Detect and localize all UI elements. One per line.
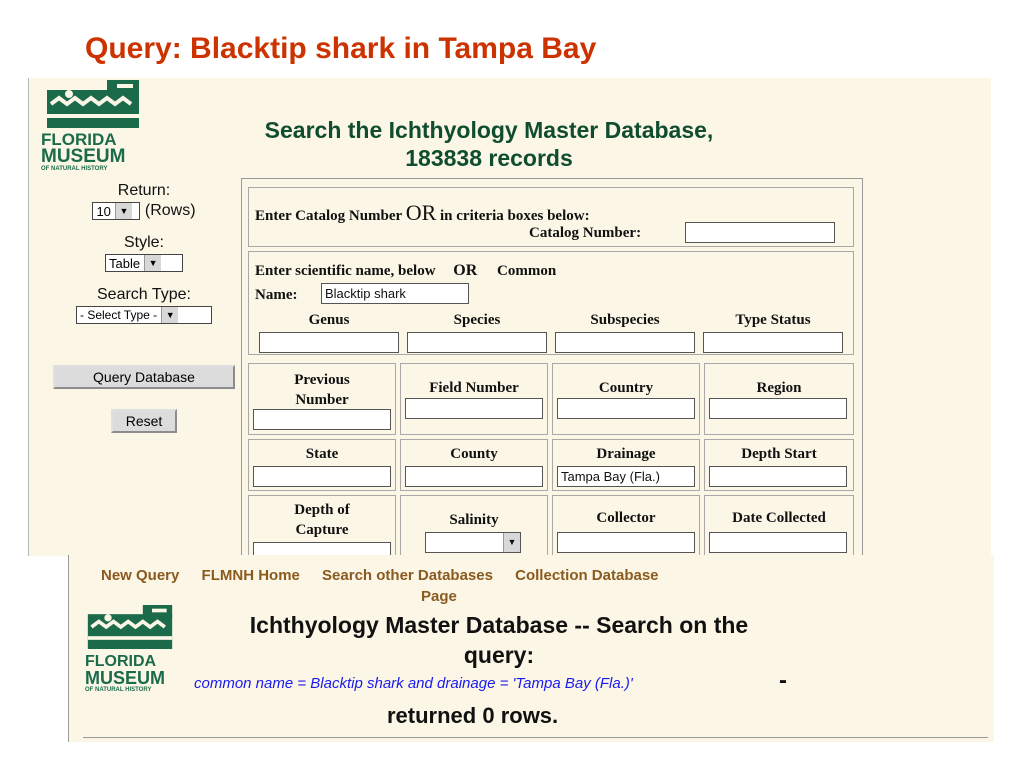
country-input[interactable]: [557, 398, 695, 419]
page-heading: Search the Ichthyology Master Database, …: [264, 117, 714, 171]
date-collected-input[interactable]: [709, 532, 847, 553]
chevron-down-icon: ▼: [144, 255, 162, 272]
collector-cell: Collector: [552, 495, 700, 556]
query-description: common name = Blacktip shark and drainag…: [194, 675, 633, 692]
rows-label: (Rows): [144, 202, 196, 220]
nav-collection-database[interactable]: Collection Database: [515, 567, 659, 584]
divider: [83, 737, 988, 738]
results-page-panel: New Query FLMNH Home Search other Databa…: [68, 555, 994, 742]
genus-input[interactable]: [259, 332, 399, 353]
country-cell: Country: [552, 363, 700, 435]
chevron-down-icon: ▼: [114, 203, 132, 219]
field-number-input[interactable]: [405, 398, 543, 419]
style-label: Style:: [123, 234, 164, 252]
subspecies-input[interactable]: [555, 332, 695, 353]
salinity-select[interactable]: ▼: [425, 532, 521, 553]
results-nav: New Query FLMNH Home Search other Databa…: [101, 567, 677, 584]
slide-title: Query: Blacktip shark in Tampa Bay: [85, 32, 597, 65]
state-cell: State: [248, 439, 396, 491]
museum-logo-small: FLORIDA MUSEUM OF NATURAL HISTORY: [83, 605, 183, 695]
alligator-logo-icon: [87, 605, 173, 649]
scientific-name-section: Enter scientific name, below OR Common N…: [248, 251, 854, 355]
search-type-label: Search Type:: [97, 286, 191, 304]
type-status-input[interactable]: [703, 332, 843, 353]
rows-returned: returned 0 rows.: [387, 703, 559, 728]
nav-flmnh-home[interactable]: FLMNH Home: [201, 567, 300, 584]
chevron-down-icon: ▼: [161, 307, 179, 324]
catalog-section: Enter Catalog Number OR in criteria boxe…: [248, 187, 854, 247]
museum-logo: FLORIDA MUSEUM OF NATURAL HISTORY: [39, 80, 149, 172]
previous-number-input[interactable]: [253, 409, 391, 430]
field-number-cell: Field Number: [400, 363, 548, 435]
nav-collection-database-cont[interactable]: Page: [421, 588, 457, 605]
subspecies-label: Subspecies: [590, 312, 660, 328]
state-input[interactable]: [253, 466, 391, 487]
genus-label: Genus: [308, 312, 350, 328]
results-heading: Ichthyology Master Database -- Search on…: [249, 612, 749, 668]
criteria-form: Enter Catalog Number OR in criteria boxe…: [241, 178, 863, 556]
drainage-input[interactable]: Tampa Bay (Fla.): [557, 466, 695, 487]
common-name-input[interactable]: Blacktip shark: [321, 283, 469, 304]
chevron-down-icon: ▼: [503, 533, 520, 552]
depth-start-input[interactable]: [709, 466, 847, 487]
alligator-logo-icon: [47, 80, 139, 128]
sci-name-prompt: Enter scientific name, below OR Common: [255, 262, 557, 279]
depth-capture-cell: Depth of Capture: [248, 495, 396, 556]
options-column: Return: 10 ▼ (Rows) Style: Table ▼ Searc…: [49, 182, 239, 433]
search-type-select[interactable]: - Select Type - ▼: [76, 306, 212, 325]
collector-input[interactable]: [557, 532, 695, 553]
catalog-prompt: Enter Catalog Number OR in criteria boxe…: [255, 200, 590, 225]
county-cell: County: [400, 439, 548, 491]
nav-new-query[interactable]: New Query: [101, 567, 180, 584]
return-label: Return:: [117, 182, 171, 199]
species-label: Species: [453, 312, 501, 328]
species-input[interactable]: [407, 332, 547, 353]
date-collected-cell: Date Collected: [704, 495, 854, 556]
type-status-label: Type Status: [735, 312, 811, 328]
name-label: Name:: [255, 287, 298, 303]
catalog-number-input[interactable]: [685, 222, 835, 243]
depth-capture-input[interactable]: [253, 542, 391, 556]
previous-number-cell: Previous Number: [248, 363, 396, 435]
return-rows-select[interactable]: 10 ▼: [92, 202, 141, 220]
region-cell: Region: [704, 363, 854, 435]
query-dash: -: [779, 667, 787, 694]
drainage-cell: Drainage Tampa Bay (Fla.): [552, 439, 700, 491]
catalog-label: Catalog Number:: [529, 225, 642, 241]
query-database-button[interactable]: Query Database: [53, 364, 235, 389]
style-select[interactable]: Table ▼: [105, 254, 183, 273]
search-page-panel: FLORIDA MUSEUM OF NATURAL HISTORY Search…: [28, 78, 991, 556]
depth-start-cell: Depth Start: [704, 439, 854, 491]
region-input[interactable]: [709, 398, 847, 419]
nav-search-other-databases[interactable]: Search other Databases: [322, 567, 493, 584]
county-input[interactable]: [405, 466, 543, 487]
salinity-cell: Salinity ▼: [400, 495, 548, 556]
reset-button[interactable]: Reset: [111, 408, 177, 433]
